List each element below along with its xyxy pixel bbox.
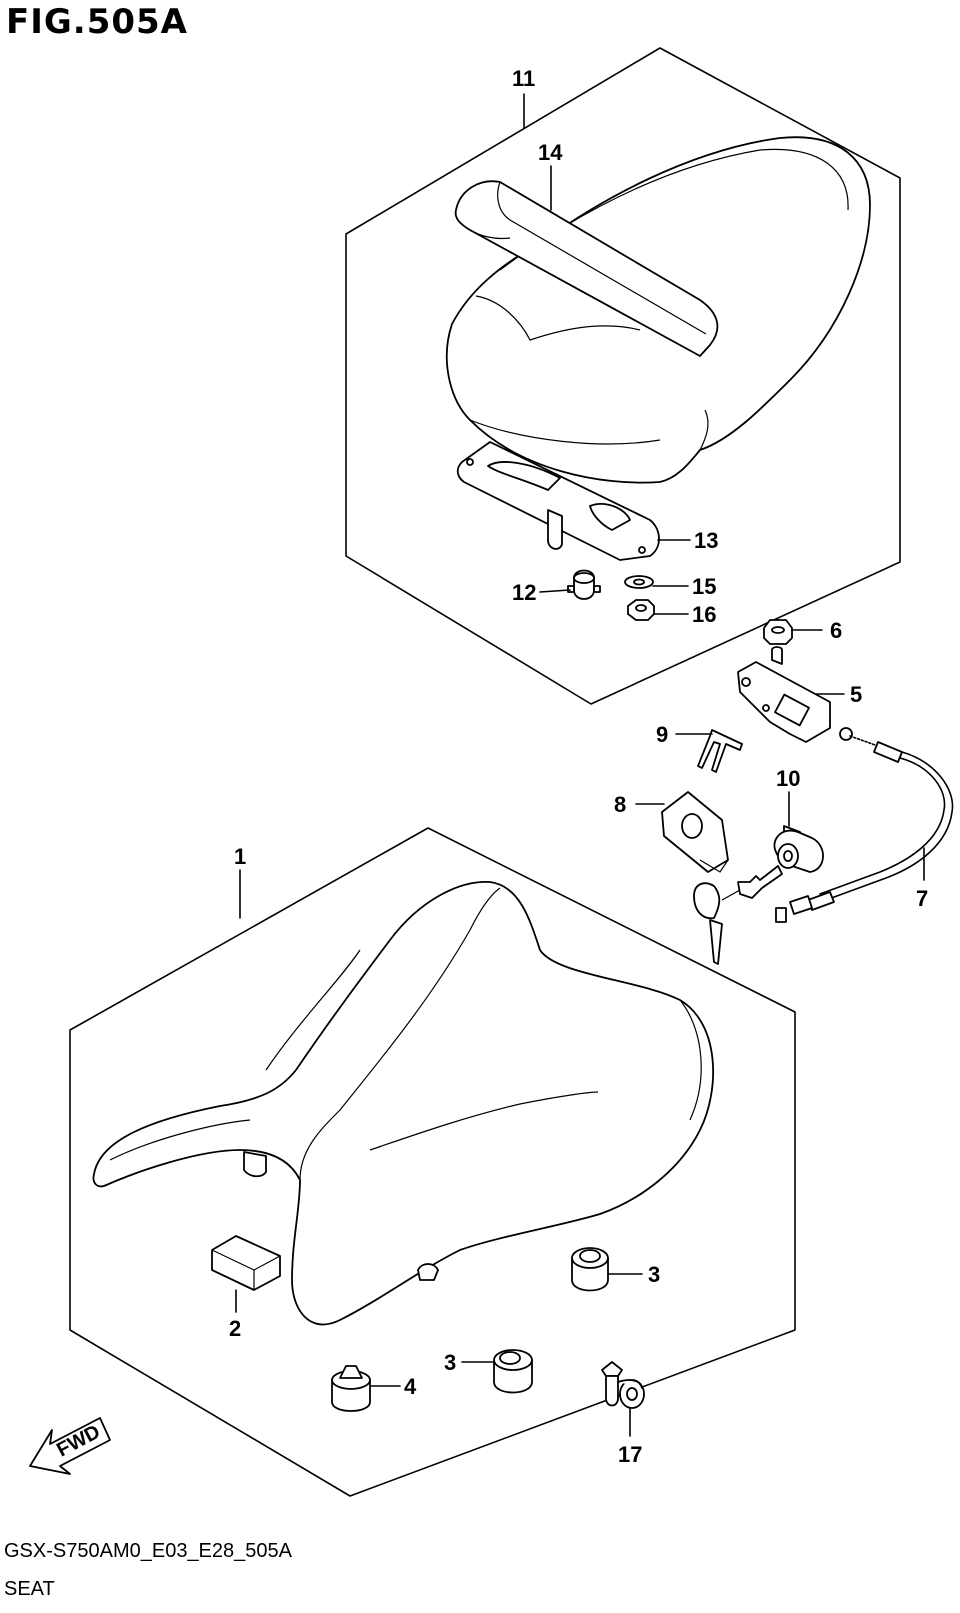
callout-5: 5 — [850, 682, 862, 707]
callout-1: 1 — [234, 844, 246, 869]
callout-8: 8 — [614, 792, 626, 817]
callout-15: 15 — [692, 574, 716, 599]
cushion-part-3b — [493, 1349, 533, 1394]
cover-plate-part — [661, 791, 729, 873]
lock-cylinder-part — [693, 825, 824, 965]
group-frame-rear-seat — [345, 47, 901, 705]
group-frame-front-seat — [69, 827, 796, 1497]
callout-17: 17 — [618, 1442, 642, 1467]
callout-9: 9 — [656, 722, 668, 747]
callout-3a: 3 — [648, 1262, 660, 1287]
nut-part — [627, 599, 655, 621]
spring-clip-part — [697, 729, 743, 773]
nut-part-6 — [763, 619, 793, 645]
callout-2: 2 — [229, 1316, 241, 1341]
figure-code: GSX-S750AM0_E03_E28_505A — [4, 1540, 292, 1562]
callout-6: 6 — [830, 618, 842, 643]
cushion-part-4 — [331, 1365, 371, 1412]
cushion-part — [567, 569, 601, 600]
seat-bracket-part — [456, 441, 660, 561]
figure-title: FIG.505A — [6, 2, 188, 42]
callout-16: 16 — [692, 602, 716, 627]
pad-part — [211, 1235, 281, 1291]
callout-10: 10 — [776, 766, 800, 791]
grab-strap-part — [454, 180, 719, 357]
seat-lock-cable-part — [775, 727, 954, 923]
callout-14: 14 — [538, 140, 563, 165]
screw-part — [601, 1361, 645, 1409]
callout-11: 11 — [512, 66, 535, 91]
leader-lines — [235, 93, 925, 1437]
fwd-arrow-icon: FWD — [29, 1417, 111, 1475]
cushion-part-3a — [571, 1247, 609, 1292]
front-seat-part — [92, 881, 714, 1326]
callout-3b: 3 — [444, 1350, 456, 1375]
callout-4: 4 — [404, 1374, 417, 1399]
callout-12: 12 — [512, 580, 536, 605]
callout-13: 13 — [694, 528, 718, 553]
callout-7: 7 — [916, 886, 928, 911]
figure-name: SEAT — [4, 1578, 55, 1600]
seat-latch-part — [737, 646, 831, 743]
washer-part — [624, 575, 654, 589]
